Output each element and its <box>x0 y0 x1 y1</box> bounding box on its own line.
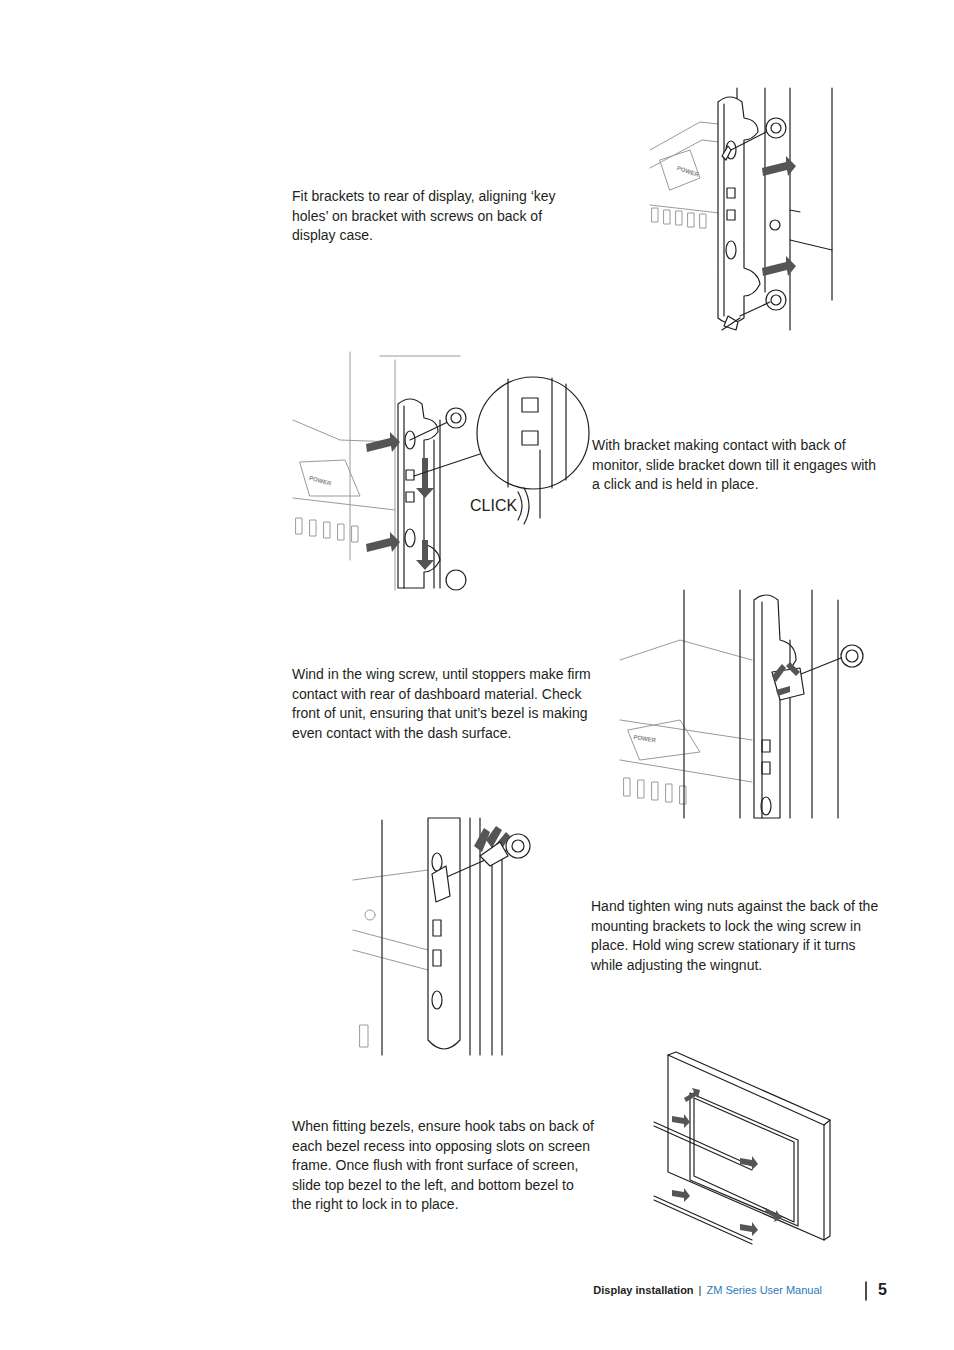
page-number: 5 <box>878 1280 887 1300</box>
step-text: Fit brackets to rear of display, alignin… <box>292 187 574 246</box>
wing-screw-figure <box>620 590 863 818</box>
wing-nut-figure <box>353 818 530 1055</box>
page-footer: Display installation | ZM Series User Manu… <box>560 1284 822 1296</box>
bracket-fit-figure <box>650 88 832 330</box>
step-text: When fitting bezels, ensure hook tabs on… <box>292 1117 594 1215</box>
step-text: Wind in the wing screw, until stoppers m… <box>292 665 598 743</box>
footer-manual: ZM Series User Manual <box>706 1284 822 1296</box>
bracket-slide-figure <box>293 352 589 590</box>
step-text: Hand tighten wing nuts against the back … <box>591 897 891 975</box>
footer-separator: | <box>699 1284 702 1296</box>
click-label: CLICK <box>470 496 517 516</box>
port-label: POWER <box>308 475 332 488</box>
step-text: With bracket making contact with back of… <box>592 436 884 495</box>
port-label: POWER <box>633 734 657 745</box>
bezel-figure <box>654 1052 830 1244</box>
page-bar <box>865 1282 867 1300</box>
footer-section: Display installation <box>593 1284 693 1296</box>
